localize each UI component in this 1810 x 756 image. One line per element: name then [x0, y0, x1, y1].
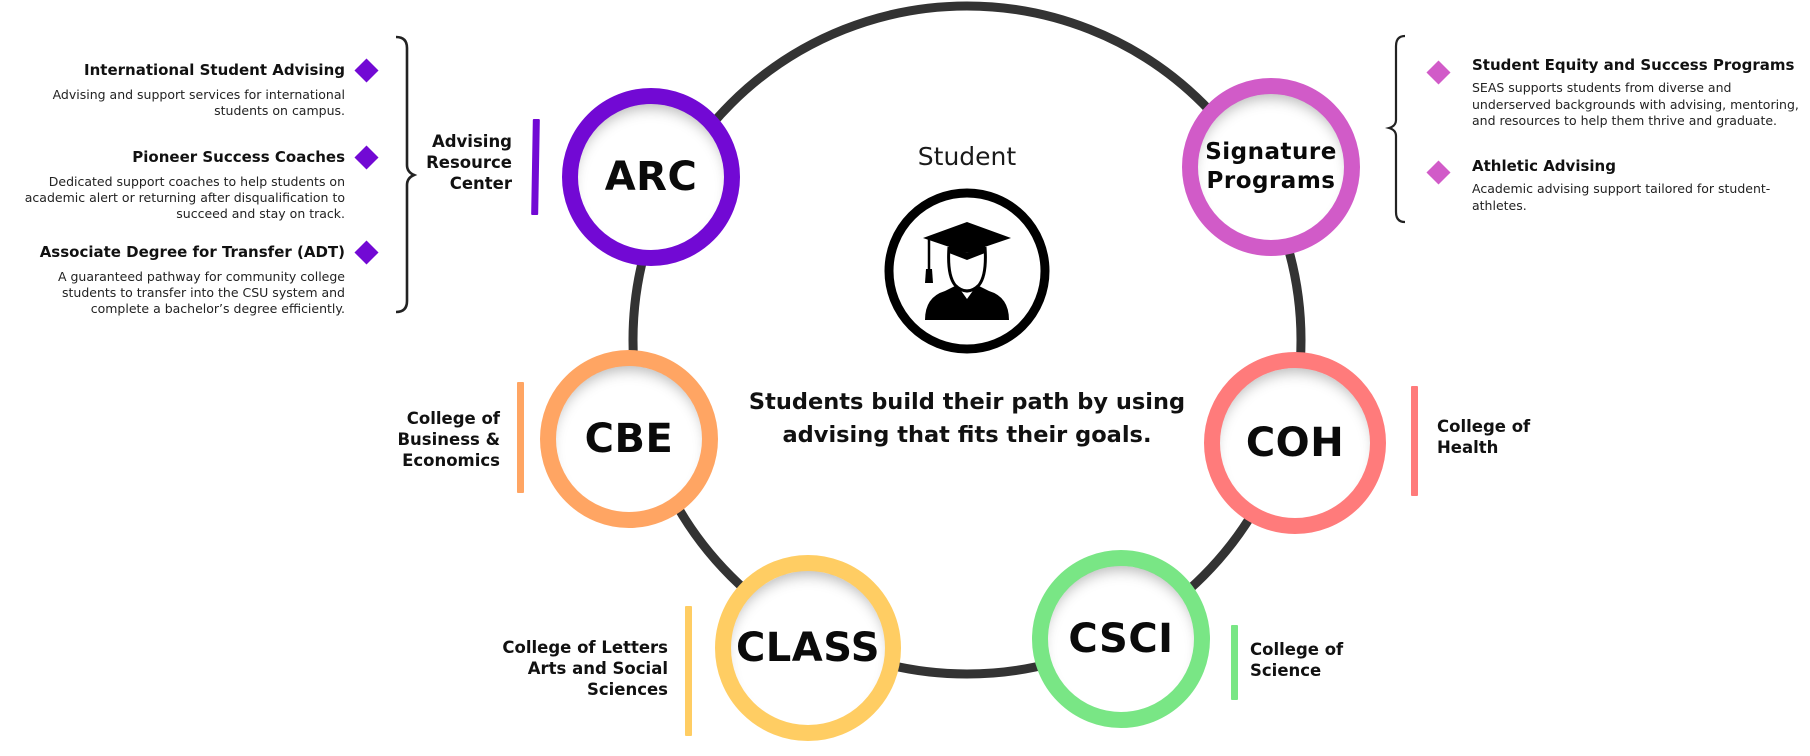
node-label: Signature Programs — [1205, 138, 1337, 196]
node-label: CLASS — [735, 625, 881, 671]
program-title: Student Equity and Success Programs — [1472, 56, 1795, 74]
program-title: Associate Degree for Transfer (ADT) — [39, 243, 345, 261]
description-line: students on campus. — [214, 103, 345, 118]
description-line: College of — [406, 409, 500, 428]
description-line: College of Letters — [502, 638, 668, 657]
program-description: SEAS supports students from diverse and … — [1472, 80, 1810, 130]
program-title: International Student Advising — [84, 61, 345, 79]
node-arc[interactable]: ARC — [562, 88, 740, 266]
description-line: Health — [1437, 438, 1499, 457]
node-csci[interactable]: CSCI — [1032, 550, 1210, 728]
description-line: Advising and support services for intern… — [52, 87, 345, 102]
center-tagline: Students build their path by using advis… — [740, 386, 1194, 452]
student-title: Student — [917, 142, 1017, 171]
description-line: students to transfer into the CSU system… — [61, 285, 345, 300]
csci-description: College of Science — [1250, 639, 1370, 681]
description-line: Advising — [431, 132, 512, 151]
node-label: CBE — [584, 416, 674, 462]
description-line: Resource — [426, 153, 512, 172]
node-label: ARC — [604, 154, 698, 200]
connector-ring — [628, 1, 1306, 679]
program-title: Athletic Advising — [1472, 157, 1616, 175]
class-accent-bar — [685, 606, 692, 736]
cbe-description: College of Business & Economics — [380, 408, 500, 471]
node-label: CSCI — [1068, 616, 1174, 662]
description-line: College of — [1250, 640, 1344, 659]
program-description: Advising and support services for intern… — [5, 87, 345, 119]
node-class[interactable]: CLASS — [715, 555, 901, 741]
graduate-student-icon — [884, 188, 1050, 354]
coh-accent-bar — [1411, 386, 1418, 496]
program-title: Pioneer Success Coaches — [132, 148, 345, 166]
node-coh[interactable]: COH — [1204, 352, 1386, 534]
signature-program-athletic: Athletic Advising Academic advising supp… — [1472, 157, 1810, 214]
right-bracket — [1385, 34, 1406, 224]
arc-program-adt: Associate Degree for Transfer (ADT) A gu… — [5, 243, 345, 317]
node-label-line: Programs — [1206, 168, 1336, 194]
description-line: Science — [1250, 661, 1322, 680]
description-line: complete a bachelor’s degree efficiently… — [90, 301, 345, 316]
class-description: College of Letters Arts and Social Scien… — [480, 637, 668, 700]
arc-program-international: International Student Advising Advising … — [5, 61, 345, 119]
description-line: Center — [449, 174, 512, 193]
csci-accent-bar — [1231, 625, 1238, 700]
description-line: College of — [1437, 417, 1531, 436]
program-description: Academic advising support tailored for s… — [1472, 181, 1810, 214]
description-line: underserved backgrounds with advising, m… — [1472, 96, 1799, 112]
node-signature-programs[interactable]: Signature Programs — [1182, 78, 1360, 256]
description-line: succeed and stay on track. — [176, 206, 345, 221]
arc-program-success-coaches: Pioneer Success Coaches Dedicated suppor… — [5, 148, 345, 222]
arc-description: Advising Resource Center — [400, 131, 512, 194]
coh-description: College of Health — [1437, 416, 1557, 458]
tagline-line: advising that fits their goals. — [782, 422, 1152, 448]
description-line: SEAS supports students from diverse and — [1472, 80, 1732, 95]
left-bracket — [395, 35, 418, 314]
tagline-line: Students build their path by using — [748, 389, 1186, 415]
description-line: Academic advising support tailored for s… — [1472, 181, 1771, 196]
description-line: Dedicated support coaches to help studen… — [48, 174, 345, 189]
description-line: athletes. — [1472, 197, 1527, 213]
node-label-line: Signature — [1205, 139, 1337, 165]
signature-program-seas: Student Equity and Success Programs SEAS… — [1472, 56, 1810, 130]
description-line: and resources to help them thrive and gr… — [1472, 113, 1778, 128]
description-line: Sciences — [586, 680, 668, 699]
description-line: Economics — [402, 451, 500, 470]
description-line: academic alert or returning after disqua… — [24, 190, 345, 205]
cbe-accent-bar — [517, 382, 524, 493]
program-description: A guaranteed pathway for community colle… — [5, 269, 345, 317]
description-line: A guaranteed pathway for community colle… — [57, 269, 345, 284]
program-description: Dedicated support coaches to help studen… — [5, 174, 345, 222]
node-label: COH — [1245, 420, 1345, 466]
node-cbe[interactable]: CBE — [540, 350, 718, 528]
description-line: Arts and Social — [527, 659, 668, 678]
description-line: Business & — [397, 430, 500, 449]
